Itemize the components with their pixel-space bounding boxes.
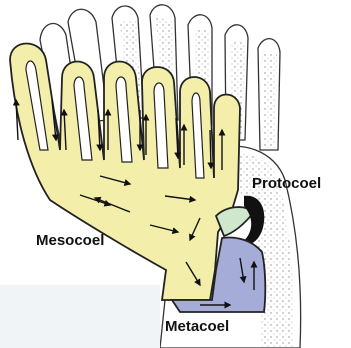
label-mesocoel: Mesocoel (36, 232, 104, 249)
mesocoel-region (10, 44, 240, 301)
label-metacoel: Metacoel (165, 318, 229, 335)
label-protocoel: Protocoel (252, 175, 321, 192)
lower-left-panel (0, 285, 160, 348)
